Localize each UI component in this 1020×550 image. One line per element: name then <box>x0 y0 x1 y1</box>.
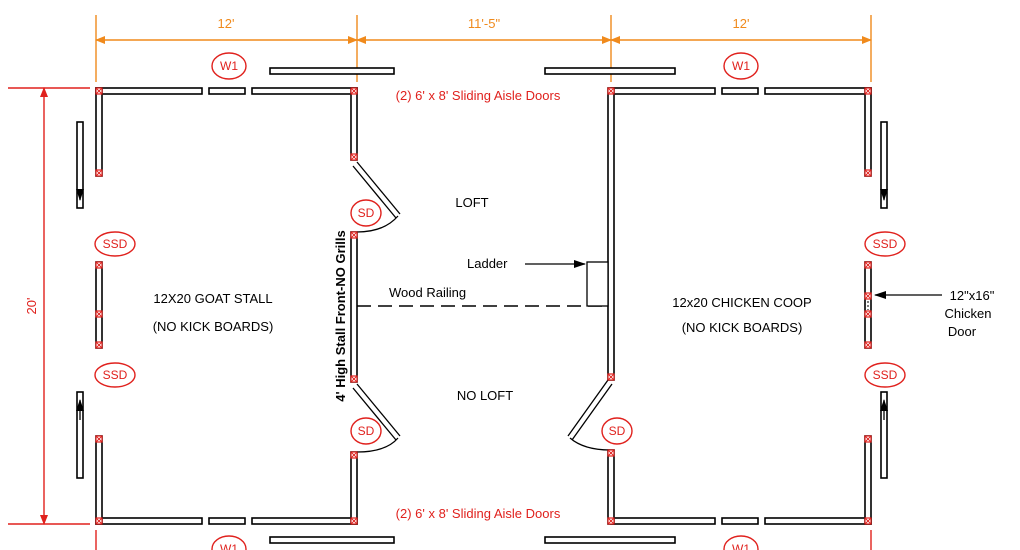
dimension-right-width: 12' <box>733 16 750 31</box>
post-marker-cross <box>607 373 615 381</box>
post-marker-cross <box>607 449 615 457</box>
post-marker-cross <box>864 87 872 95</box>
window-tag: W1 <box>723 52 759 80</box>
side-sliding-doors <box>76 121 888 479</box>
post-marker-cross <box>95 310 103 318</box>
post-marker-cross <box>864 517 872 525</box>
svg-text:SSD: SSD <box>103 368 128 382</box>
chicken-door-size-label: 12"x16" <box>950 288 995 303</box>
dimension-lines <box>8 15 872 550</box>
swing-door-tag: SD <box>350 199 382 227</box>
chicken-coop-title: 12x20 CHICKEN COOP <box>672 295 811 310</box>
sliding-side-door-tag: SSD <box>94 231 136 257</box>
svg-text:W1: W1 <box>220 59 238 73</box>
post-marker-cross <box>95 517 103 525</box>
post-marker-cross <box>95 87 103 95</box>
svg-text:SSD: SSD <box>873 237 898 251</box>
svg-text:SD: SD <box>358 424 375 438</box>
window-tag: W1 <box>211 535 247 550</box>
post-marker-cross <box>95 261 103 269</box>
post-marker-cross <box>95 341 103 349</box>
loft-label: LOFT <box>455 195 488 210</box>
svg-text:W1: W1 <box>732 542 750 550</box>
dimension-middle-width: 11'-5" <box>468 16 501 31</box>
sliding-side-door-tag: SSD <box>864 231 906 257</box>
wood-railing-label: Wood Railing <box>389 285 466 300</box>
chicken-door-label-line3: Door <box>948 324 977 339</box>
post-marker-cross <box>864 169 872 177</box>
no-loft-label: NO LOFT <box>457 388 513 403</box>
sliding-side-door-tag: SSD <box>94 362 136 388</box>
svg-text:SSD: SSD <box>103 237 128 251</box>
goat-stall-subtitle: (NO KICK BOARDS) <box>153 319 274 334</box>
swing-door-tag: SD <box>350 417 382 445</box>
post-marker-cross <box>864 292 872 300</box>
svg-text:SD: SD <box>609 424 626 438</box>
post-marker-cross <box>607 87 615 95</box>
top-aisle-doors-label: (2) 6' x 8' Sliding Aisle Doors <box>396 88 561 103</box>
post-marker-cross <box>350 87 358 95</box>
goat-stall-title: 12X20 GOAT STALL <box>153 291 272 306</box>
swing-doors <box>352 161 613 453</box>
sliding-side-door-tag: SSD <box>864 362 906 388</box>
post-marker-cross <box>95 169 103 177</box>
window-tag: W1 <box>723 535 759 550</box>
sliding-aisle-door-panels <box>269 67 676 544</box>
dimension-depth: 20' <box>24 298 39 315</box>
dimension-left-width: 12' <box>218 16 235 31</box>
post-marker-cross <box>350 153 358 161</box>
bottom-aisle-doors-label: (2) 6' x 8' Sliding Aisle Doors <box>396 506 561 521</box>
svg-text:W1: W1 <box>220 542 238 550</box>
post-marker-cross <box>350 231 358 239</box>
window-tag: W1 <box>211 52 247 80</box>
post-marker-cross <box>350 375 358 383</box>
chicken-door-label-line2: Chicken <box>945 306 992 321</box>
chicken-coop-subtitle: (NO KICK BOARDS) <box>682 320 803 335</box>
post-marker-cross <box>864 341 872 349</box>
ladder-label: Ladder <box>467 256 508 271</box>
ladder-shape <box>586 261 609 307</box>
stall-front-label: 4' High Stall Front-NO Grills <box>333 230 348 401</box>
post-marker-cross <box>864 310 872 318</box>
post-marker-cross <box>350 451 358 459</box>
post-marker-cross <box>607 517 615 525</box>
post-marker-cross <box>95 435 103 443</box>
svg-text:W1: W1 <box>732 59 750 73</box>
post-marker-cross <box>350 517 358 525</box>
post-markers <box>95 87 872 525</box>
svg-text:SSD: SSD <box>873 368 898 382</box>
post-marker-cross <box>864 435 872 443</box>
post-marker-cross <box>864 261 872 269</box>
swing-door-tag: SD <box>601 417 633 445</box>
svg-text:SD: SD <box>358 206 375 220</box>
